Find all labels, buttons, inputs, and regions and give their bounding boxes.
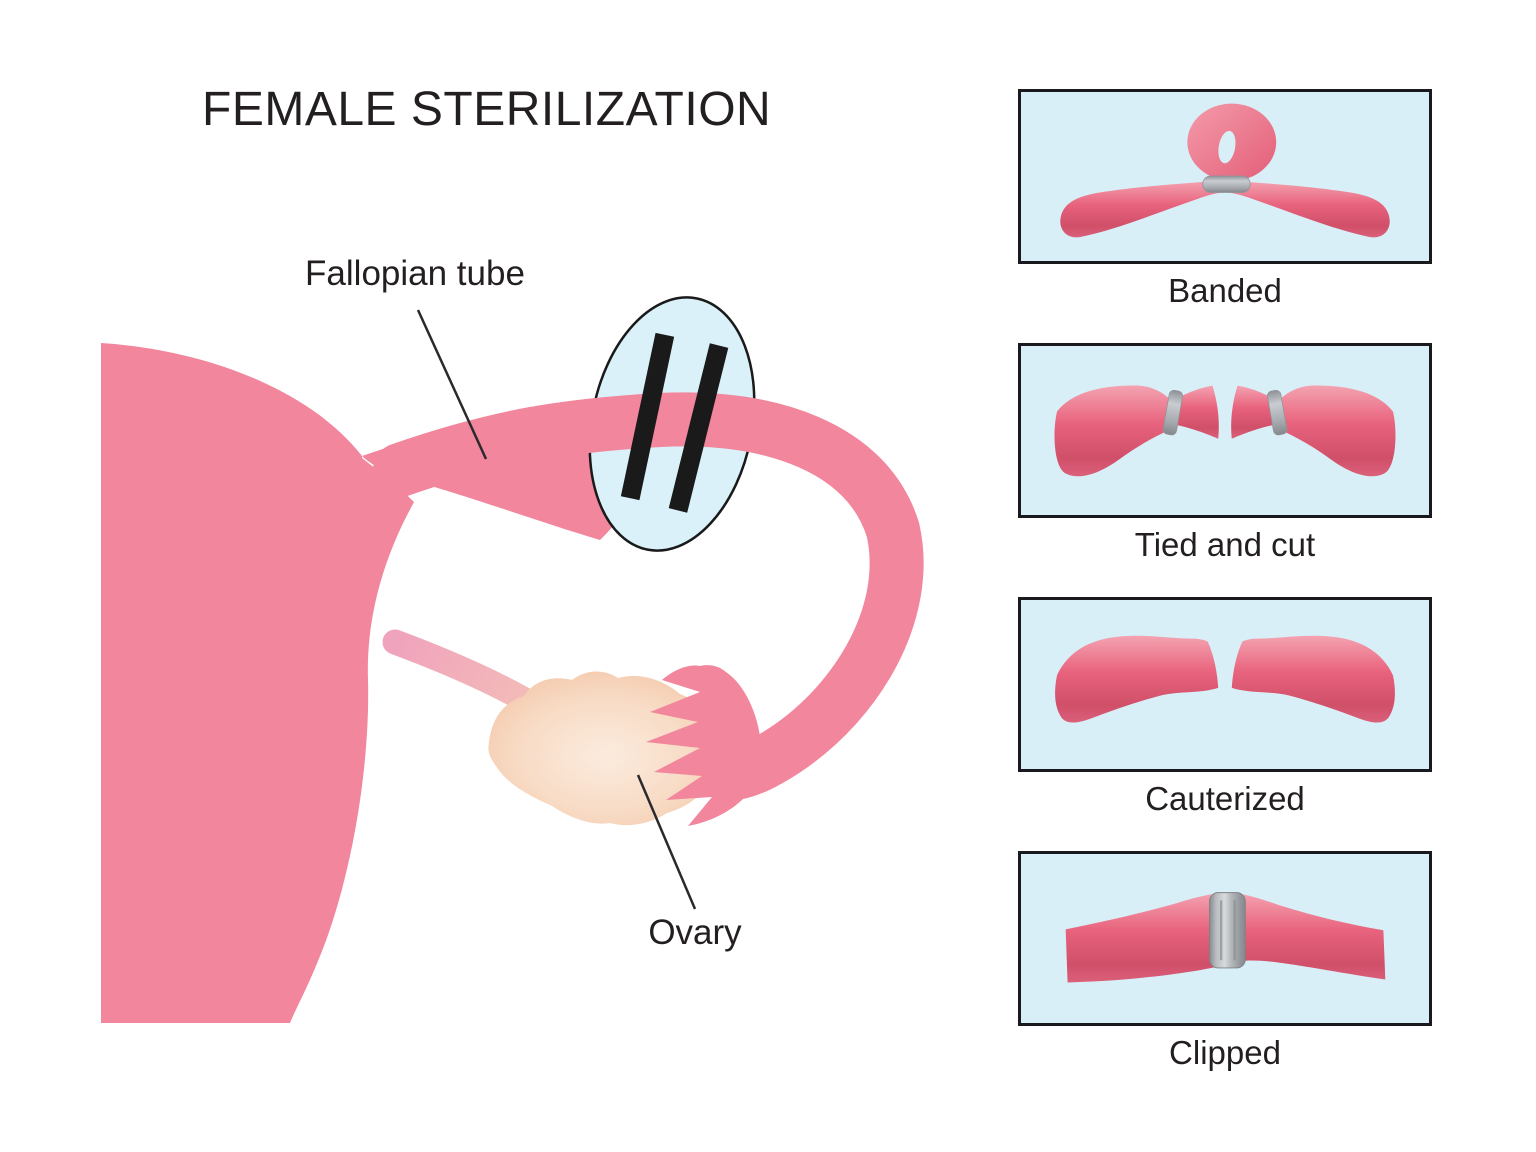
cauterized-illustration [1055, 635, 1395, 723]
banded-left-arm [1060, 180, 1223, 238]
methods-panel-column: Banded Tied and cut [1018, 89, 1432, 1105]
panel-clipped: Clipped [1018, 851, 1432, 1080]
clipped-clip [1209, 892, 1246, 969]
uterus-shape [101, 343, 414, 1023]
panel-tied-and-cut: Tied and cut [1018, 343, 1432, 572]
page-title: FEMALE STERILIZATION [202, 83, 772, 136]
banded-right-arm [1227, 180, 1390, 238]
uterus-anatomy-illustration [101, 296, 924, 1023]
fallopian-pointer-line [416, 309, 488, 460]
cut-mark-right [668, 343, 729, 513]
tied-and-cut-illustration [1054, 385, 1396, 477]
banded-illustration-box [1018, 89, 1432, 264]
ovary-pointer-line [636, 774, 697, 910]
fimbriae-shape [646, 665, 762, 826]
clipped-label: Clipped [1169, 1034, 1281, 1071]
banded-label: Banded [1168, 272, 1282, 309]
ovary-label: Ovary [648, 913, 742, 952]
cauterized-right-segment [1231, 635, 1395, 723]
tied-left-segment [1054, 385, 1219, 477]
banded-loop-hole [1218, 130, 1236, 164]
panel-cauterized: Cauterized [1018, 597, 1432, 826]
tied-right-segment [1231, 385, 1396, 477]
tied-and-cut-label: Tied and cut [1134, 526, 1316, 563]
cut-mark-left [620, 332, 675, 501]
cauterized-illustration-box [1018, 597, 1432, 772]
clipped-illustration-box [1018, 851, 1432, 1026]
cauterized-label: Cauterized [1145, 780, 1305, 817]
fallopian-tube-shape [373, 392, 924, 799]
fallopian-tube-label: Fallopian tube [305, 254, 525, 293]
clipped-illustration [1065, 892, 1386, 983]
banded-illustration [1060, 103, 1390, 238]
panel-banded: Banded [1018, 89, 1432, 318]
banded-band [1202, 175, 1251, 193]
tied-and-cut-illustration-box [1018, 343, 1432, 518]
cauterized-left-segment [1055, 635, 1219, 723]
